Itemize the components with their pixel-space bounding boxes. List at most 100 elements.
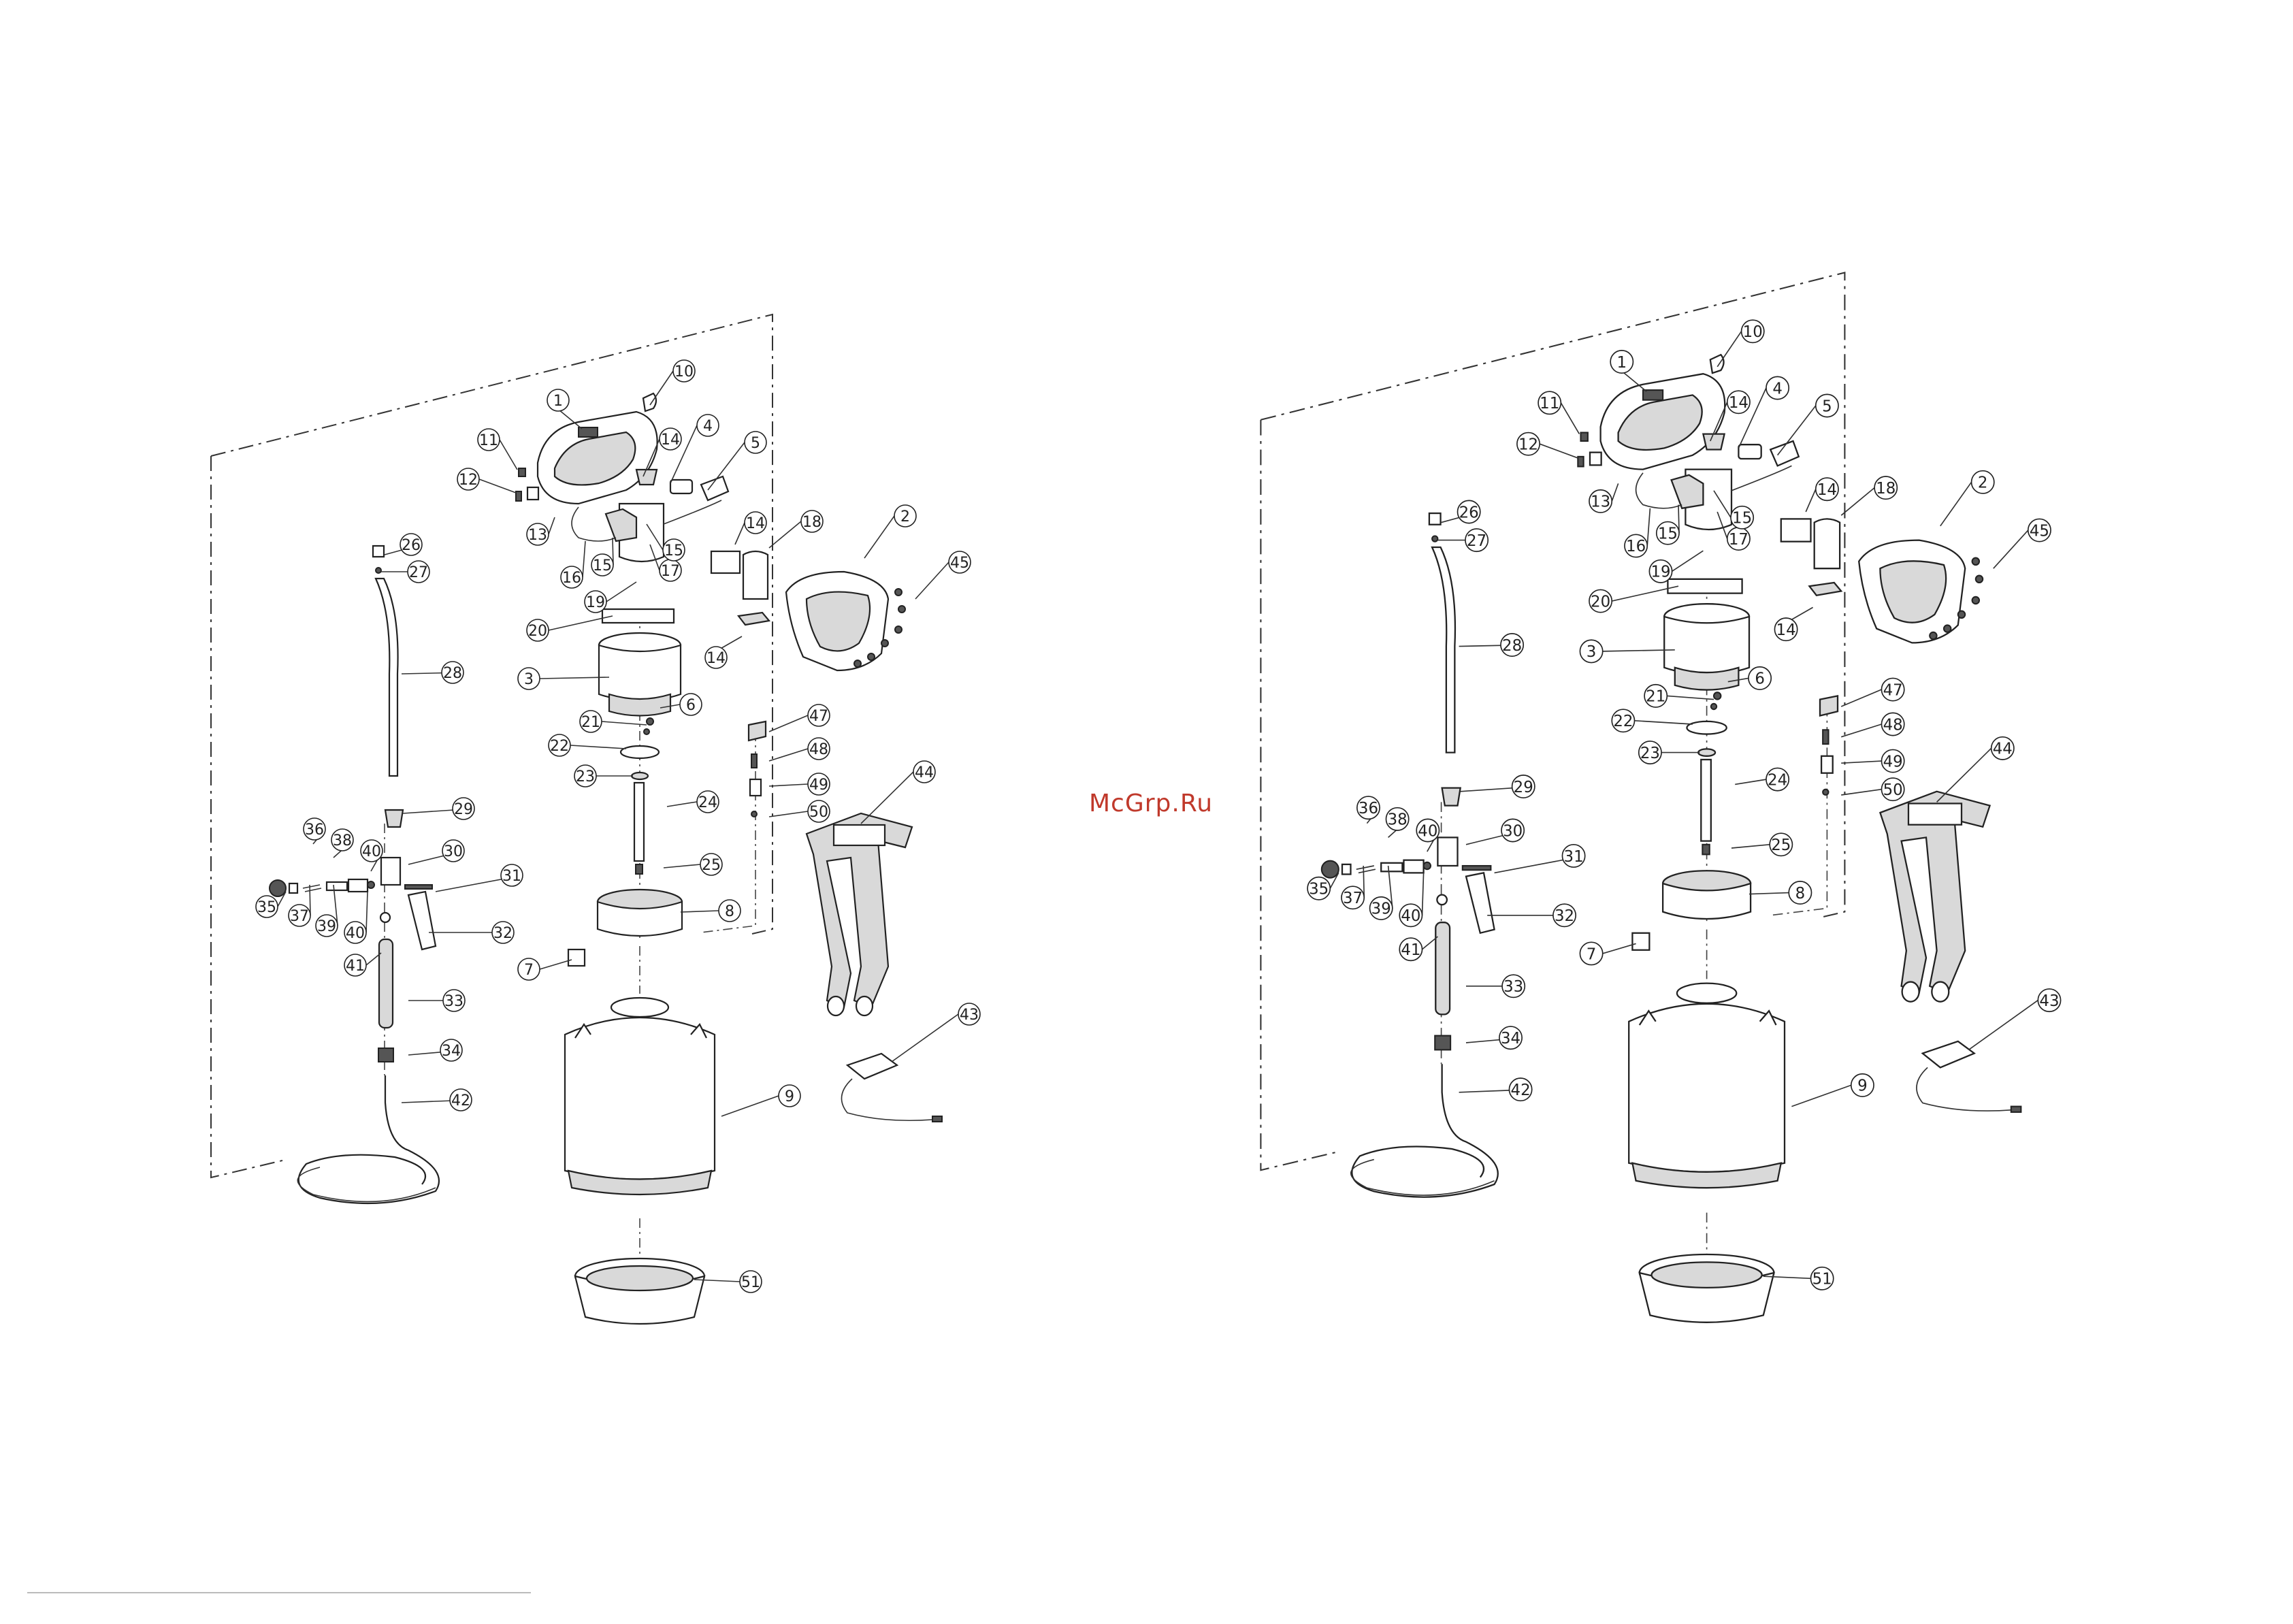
left-callout-35: 35: [257, 899, 276, 916]
left-leader-48: [768, 748, 809, 762]
right-callout-20: 20: [1591, 593, 1610, 611]
left-callout-38: 38: [333, 832, 352, 849]
right-handle-logo: [1642, 389, 1664, 401]
right-leader-37: [1363, 865, 1365, 898]
right-oring-40: [1422, 861, 1432, 871]
right-callout-ring-18: [1874, 476, 1898, 500]
right-trigger-32: [1465, 872, 1495, 935]
left-callout-23: 23: [576, 768, 595, 785]
right-callout-ring-34: [1499, 1026, 1523, 1050]
right-screw-45-4: [1942, 624, 1952, 633]
right-band-8-body: [1661, 882, 1752, 920]
right-callout-13: 13: [1591, 493, 1610, 511]
left-pump-tube: [571, 506, 617, 542]
right-leader-9: [1791, 1084, 1852, 1107]
right-callout-ring-15a: [1655, 521, 1680, 545]
left-pad-18: [742, 550, 769, 600]
left-clamp-20: [601, 608, 675, 624]
right-leader-12: [1539, 443, 1578, 459]
right-callout-45: 45: [2030, 522, 2049, 540]
left-valve-body-30: [380, 856, 402, 886]
right-callout-ring-31: [1561, 843, 1586, 868]
right-leader-24: [1735, 779, 1767, 785]
right-callout-ring-26: [1457, 500, 1481, 524]
left-hose-42: [297, 1075, 440, 1205]
left-callout-36: 36: [305, 822, 324, 839]
left-spring-37: [302, 884, 322, 892]
left-leader-5: [707, 442, 745, 491]
right-callout-32: 32: [1555, 907, 1574, 925]
left-callout-13: 13: [528, 527, 547, 544]
left-leader-16: [582, 540, 586, 578]
right-callout-35: 35: [1309, 881, 1329, 898]
right-screw-45-1: [1974, 574, 1984, 584]
left-callout-ring-3: [517, 667, 540, 690]
right-clamp-20: [1667, 578, 1743, 594]
right-leader-25: [1731, 843, 1770, 849]
right-leader-20: [1612, 585, 1679, 602]
right-callout-22: 22: [1613, 713, 1633, 730]
left-callout-ring-20: [526, 619, 549, 642]
right-callout-ring-21: [1644, 683, 1668, 708]
left-fitting-4: [669, 478, 694, 495]
left-charger-cable: [841, 1078, 933, 1122]
left-rod-24: [633, 781, 645, 862]
left-callout-ring-12: [457, 468, 480, 491]
left-callout-ring-4: [696, 414, 719, 437]
right-callout-ring-39: [1369, 896, 1393, 920]
left-leader-39: [333, 884, 338, 926]
left-leader-17: [649, 544, 660, 571]
right-callout-23: 23: [1640, 745, 1660, 762]
right-leader-51: [1763, 1276, 1811, 1280]
left-callout-49: 49: [809, 777, 828, 794]
left-tank-bottom: [567, 1169, 713, 1196]
left-clip-12: [515, 491, 522, 502]
left-cover-49: [749, 778, 762, 797]
left-tank-body: [564, 1016, 716, 1180]
left-callout-ring-43: [958, 1003, 981, 1026]
right-callout-12: 12: [1518, 436, 1538, 453]
right-knob: [1709, 353, 1725, 374]
right-callout-49: 49: [1883, 753, 1903, 770]
left-pad-14: [710, 550, 741, 574]
left-band-8-body: [596, 900, 683, 937]
left-seal-22: [619, 745, 660, 760]
left-callout-ring-33: [442, 989, 466, 1012]
right-leader-15b: [1713, 490, 1731, 518]
right-leader-14a: [1710, 402, 1728, 442]
left-leader-2: [864, 515, 895, 559]
right-callout-8: 8: [1795, 885, 1806, 903]
left-tank-lug-left: [574, 1022, 591, 1039]
right-callout-11: 11: [1540, 395, 1559, 412]
left-charger-43: [845, 1052, 899, 1080]
left-pin-6: [646, 717, 654, 726]
left-callout-ring-6: [679, 693, 702, 716]
right-callout-25: 25: [1771, 837, 1791, 854]
right-callout-ring-25: [1769, 832, 1793, 857]
right-leader-18: [1840, 487, 1875, 516]
right-leader-3: [1602, 649, 1675, 652]
left-nozzle-29: [384, 809, 404, 828]
right-oring-21: [1710, 702, 1718, 711]
left-callout-10: 10: [674, 363, 694, 380]
left-callout-ring-13: [526, 523, 549, 546]
right-seal-22: [1686, 720, 1727, 735]
right-callout-ring-14c: [1774, 617, 1798, 642]
right-screw-45-0: [1971, 557, 1981, 566]
right-callout-ring-40: [1416, 818, 1440, 843]
left-callout-ring-45: [948, 551, 971, 574]
right-callout-39: 39: [1371, 900, 1391, 918]
right-callout-9: 9: [1857, 1077, 1868, 1095]
left-strap-pad: [832, 824, 886, 847]
right-ring-41: [1436, 894, 1448, 906]
left-contact-50: [751, 811, 758, 817]
left-base-inner: [585, 1265, 694, 1292]
right-callout-ring-32: [1552, 903, 1577, 928]
left-callout-48: 48: [809, 741, 828, 758]
left-trigger-32: [407, 890, 437, 951]
right-leader-7: [1602, 943, 1636, 954]
left-callout-22: 22: [550, 738, 569, 755]
right-lance-oring-27: [1431, 535, 1439, 542]
left-oring-40: [367, 881, 375, 889]
